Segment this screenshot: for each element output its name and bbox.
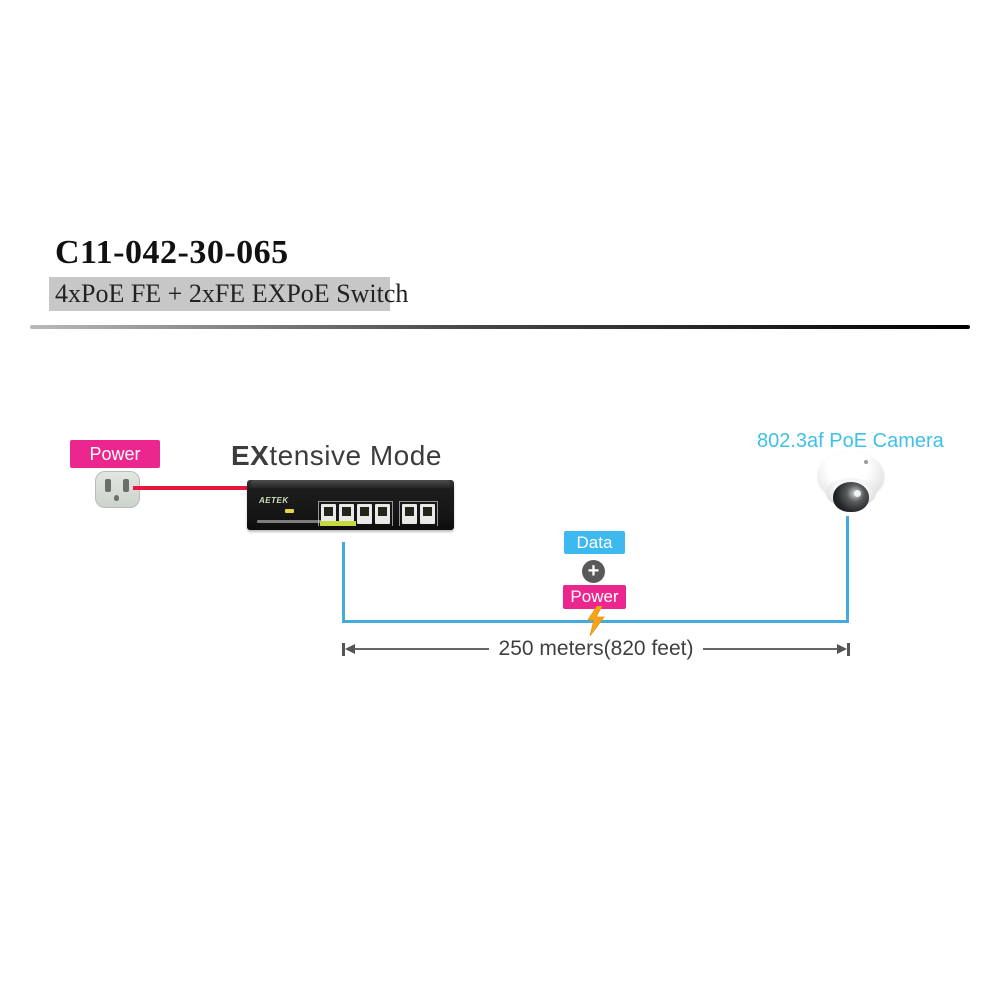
extensive-mode-label: EXtensive Mode	[231, 440, 442, 472]
product-subtitle: 4xPoE FE + 2xFE EXPoE Switch	[55, 279, 409, 308]
data-label: Data	[564, 531, 625, 554]
plus-icon: +	[582, 560, 605, 583]
dimension-arrow-left-icon	[345, 644, 355, 654]
power-outlet-icon	[95, 471, 140, 508]
camera-lens-glint	[854, 490, 861, 497]
switch-uplink-port-group	[399, 501, 438, 526]
outlet-slot-right	[123, 479, 129, 492]
outlet-slot-left	[105, 479, 111, 492]
dimension-line-left	[355, 648, 489, 650]
power-overlay-label: Power	[563, 585, 626, 609]
distance-dimension: 250 meters(820 feet)	[342, 636, 850, 662]
power-source-label: Power	[70, 440, 160, 468]
product-model-title: C11-042-30-065	[55, 234, 289, 271]
dimension-endbar-left	[342, 642, 345, 656]
switch-brand-logo: AETEK	[259, 496, 289, 505]
cable-camera-down	[846, 516, 849, 623]
dimension-line-right	[703, 648, 837, 650]
rj45-port	[321, 504, 336, 524]
extensive-mode-label-rest: tensive Mode	[269, 440, 442, 471]
dome-camera-icon	[818, 452, 884, 512]
extensive-mode-label-bold: EX	[231, 440, 270, 471]
distance-label: 250 meters(820 feet)	[498, 637, 694, 660]
switch-front-text	[257, 520, 323, 523]
switch-poe-strip	[320, 521, 356, 526]
rj45-port	[420, 504, 435, 524]
header-divider	[30, 325, 970, 329]
rj45-port	[375, 504, 390, 524]
switch-led-indicator	[285, 509, 294, 513]
dimension-endbar-right	[847, 642, 850, 656]
rj45-port	[357, 504, 372, 524]
poe-switch-device: AETEK	[247, 480, 454, 530]
switch-poe-port-group	[318, 501, 393, 526]
rj45-port	[402, 504, 417, 524]
lightning-bolt-icon	[587, 606, 605, 636]
outlet-ground-hole	[114, 495, 119, 501]
cable-switch-down	[342, 542, 345, 623]
camera-status-dot	[864, 460, 868, 464]
rj45-port	[339, 504, 354, 524]
product-subtitle-bar: 4xPoE FE + 2xFE EXPoE Switch	[49, 277, 408, 311]
dimension-arrow-right-icon	[837, 644, 847, 654]
camera-dome-lens	[833, 482, 869, 512]
camera-label: 802.3af PoE Camera	[757, 430, 944, 452]
power-cable	[133, 486, 249, 490]
